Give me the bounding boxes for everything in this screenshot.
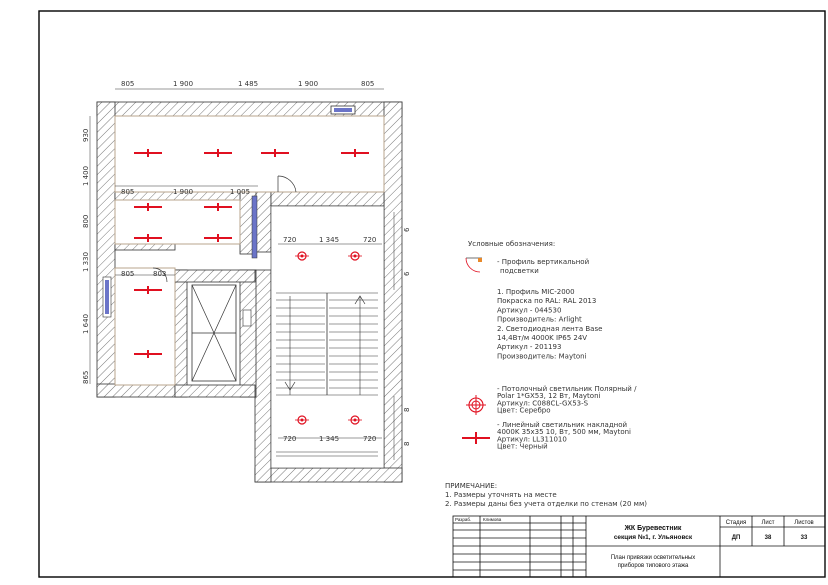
dim-low-1: 805 [121,270,134,278]
tb-sheets-value: 33 [801,535,808,541]
linear-fixture [261,149,289,157]
legend-linear-spec-2: 4000K 35x35 10, Вт, 500 мм, Maytoni [497,428,631,436]
dim-stair-top-3: 720 [363,236,376,244]
legend-linear-spec-3: Артикул: LL311010 [497,435,567,443]
legend-linear-spec-4: Цвет: Черный [497,443,548,451]
ceiling-light-icon [466,395,486,415]
tb-sheet-label: Лист [761,520,774,526]
tb-razrab: Разраб. [455,517,471,522]
dim-low-2: 803 [153,270,166,278]
dim-left-4: 1 330 [82,252,90,272]
linear-fixture [204,149,232,157]
ceiling-fixtures [295,251,362,425]
title-block [452,515,826,578]
dim-stair-bot-1: 720 [283,435,296,443]
profile-symbol-icon [465,257,482,273]
tb-stage-value: ДП [732,535,741,541]
linear-fixture [134,286,162,294]
dim-left-5: 1 640 [82,314,90,334]
legend-profile-2: подсветки [500,267,539,275]
legend-profile-1: - Профиль вертикальной [497,258,589,266]
legend-profile-spec-7: Артикул - 201193 [497,343,561,351]
dim-left-6: 865 [82,371,90,384]
tb-drawing-1: План привязки осветительных [611,555,696,561]
legend-ceiling-spec-4: Цвет: Серебро [497,407,551,415]
tb-project-1: ЖК Буревестник [624,525,682,532]
dim-stair-bot-2: 1 345 [319,435,339,443]
note-1: 1. Размеры уточнять на месте [445,491,557,499]
dim-top-2: 1 900 [173,80,193,88]
dim-right-3: 8 [403,408,411,412]
dim-stair-bot-3: 720 [363,435,376,443]
linear-fixture [341,149,369,157]
vertical-profile-2 [105,280,109,314]
ceiling-fixture [295,415,309,425]
dim-stair-top-2: 1 345 [319,236,339,244]
dim-left-1: 930 [82,129,90,142]
linear-fixture [204,234,232,242]
note-2: 2. Размеры даны без учета отделки по сте… [445,500,647,508]
linear-fixture [134,350,162,358]
legend-profile-spec-3: Артикул - 044530 [497,306,561,314]
dim-right-4: 8 [403,442,411,446]
legend-linear-spec-1: - Линейный светильник накладной [497,421,627,429]
dim-mid-1: 805 [121,188,134,196]
dim-top-1: 805 [121,80,134,88]
linear-fixture [134,203,162,211]
floor-plan: 805 1 900 1 485 1 900 805 805 1 900 1 00… [82,80,411,483]
linear-fixture [204,203,232,211]
dim-top-3: 1 485 [238,80,258,88]
vertical-profile-1 [251,195,258,259]
legend-profile-spec-8: Производитель: Maytoni [497,352,587,360]
tb-drawing-2: приборов типового этажа [618,563,689,569]
title-block-text: Разраб. Климова ЖК Буревестник секция №1… [455,517,814,569]
legend-title: Условные обозначения: [468,240,555,248]
dim-left-3: 800 [82,215,90,228]
tb-klimova: Климова [483,517,502,522]
sheet-frame [38,10,826,578]
linear-fixtures [134,149,369,358]
stairwell [270,205,385,469]
linear-light-icon [462,432,490,444]
dim-right-2: 6 [403,271,411,276]
linear-fixture [134,149,162,157]
notes: ПРИМЕЧАНИЕ: 1. Размеры уточнять на месте… [445,482,647,508]
dim-mid-3: 1 005 [230,188,250,196]
linear-fixture [134,234,162,242]
legend-profile-spec-6: 14,4Вт/м 4000K IP65 24V [497,334,587,342]
legend-profile-spec-4: Производитель: Arlight [497,316,582,324]
legend: Условные обозначения: - Профиль вертикал… [462,240,637,451]
ceiling-fixture [348,415,362,425]
tb-project-2: секция №1, г. Ульяновск [614,534,693,541]
tb-sheets-label: Листов [794,520,814,526]
dim-right-1: 6 [403,227,411,232]
legend-ceiling-spec-2: Polar 1*GX53, 12 Вт, Maytoni [497,392,601,400]
tb-stage-label: Стадия [726,520,746,526]
dim-left-2: 1 400 [82,166,90,186]
tb-sheet-value: 38 [765,535,772,541]
dim-top-4: 1 900 [298,80,318,88]
legend-profile-spec-5: 2. Светодиодная лента Base [497,325,602,333]
legend-ceiling-spec-1: - Потолочный светильник Полярный / [497,385,637,393]
notes-title: ПРИМЕЧАНИЕ: [445,482,497,490]
legend-profile-spec-2: Покраска по RAL: RAL 2013 [497,297,596,305]
dim-stair-top-1: 720 [283,236,296,244]
dim-top-5: 805 [361,80,374,88]
legend-ceiling-spec-3: Артикул: C088CL-GX53-S [497,399,589,407]
ceiling-fixture [348,251,362,261]
ceiling-fixture [295,251,309,261]
profile-mark [334,108,352,112]
legend-profile-spec-1: 1. Профиль MIC-2000 [497,288,575,296]
dim-mid-2: 1 900 [173,188,193,196]
